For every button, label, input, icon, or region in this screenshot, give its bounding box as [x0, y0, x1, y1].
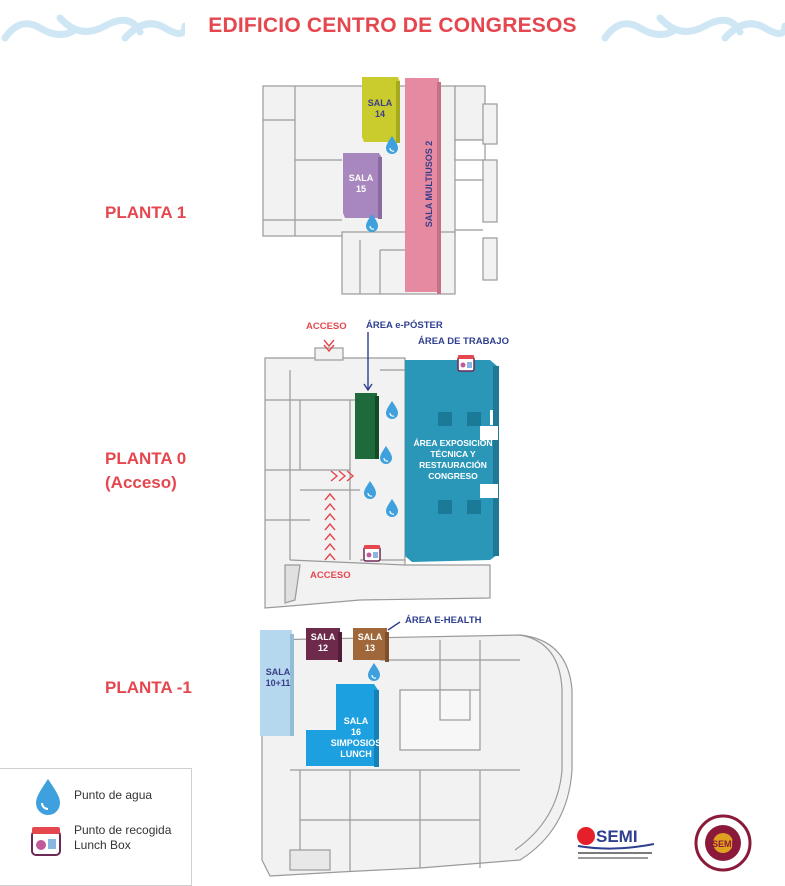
lunch-box-icon — [31, 827, 61, 856]
sala-multiusos-2-block — [405, 78, 441, 294]
sala-16-label: SALA 16 SIMPOSIOS LUNCH — [330, 716, 382, 759]
area-ehealth-label: ÁREA E-HEALTH — [405, 615, 482, 626]
sala-16-block — [306, 684, 379, 767]
sala-14-block — [362, 77, 400, 143]
floor-label-text: PLANTA 1 — [105, 203, 187, 222]
seal-text: SEMI — [712, 839, 734, 849]
access-chevrons-right — [330, 470, 355, 482]
sala-multiusos-2-label: SALA MULTIUSOS 2 — [424, 140, 434, 228]
legend-water-label: Punto de agua — [74, 788, 153, 802]
floor-label-planta-1: PLANTA 1 — [105, 201, 186, 225]
decorative-wave-left — [1, 14, 185, 42]
lunch-box-icon — [363, 544, 381, 562]
acceso-label-bottom: ACCESO — [310, 570, 351, 581]
decorative-wave-right — [601, 14, 785, 42]
area-eposter-label: ÁREA e-PÓSTER — [366, 320, 443, 331]
access-chevrons-bottom — [324, 492, 336, 561]
area-exposicion-label: ÁREA EXPOSICIÓN TÉCNICA Y RESTAURACIÓN C… — [413, 438, 493, 481]
ehealth-pointer — [387, 621, 401, 631]
sala-10-11-block — [260, 630, 294, 736]
society-seal-logo: SEMI — [694, 814, 752, 872]
sala-13-block — [353, 628, 389, 662]
area-trabajo-label: ÁREA DE TRABAJO — [418, 336, 509, 347]
floor-label-planta-0: PLANTA 0 (Acceso) — [105, 447, 186, 495]
floor-label-text: PLANTA 0 — [105, 449, 187, 468]
page-title: EDIFICIO CENTRO DE CONGRESOS — [208, 14, 577, 37]
semi-logo: SEMI — [577, 827, 655, 859]
eposter-block — [355, 393, 379, 459]
floor-label-subtext: (Acceso) — [105, 473, 177, 492]
access-chevrons-top — [323, 339, 335, 353]
water-drop-icon — [36, 779, 60, 815]
legend-lunch-label: Punto de recogida Lunch Box — [74, 823, 172, 852]
semi-logo-text: SEMI — [596, 827, 638, 846]
floor-label-planta-minus-1: PLANTA -1 — [105, 676, 192, 700]
acceso-label-top: ACCESO — [306, 321, 347, 332]
sala-15-block — [343, 153, 382, 219]
legend: Punto de agua Punto de recogida Lunch Bo… — [0, 768, 192, 886]
floor-label-text: PLANTA -1 — [105, 678, 192, 697]
sala-12-block — [306, 628, 342, 662]
lunch-box-icon — [457, 354, 475, 372]
area-exposicion-block — [405, 360, 499, 562]
